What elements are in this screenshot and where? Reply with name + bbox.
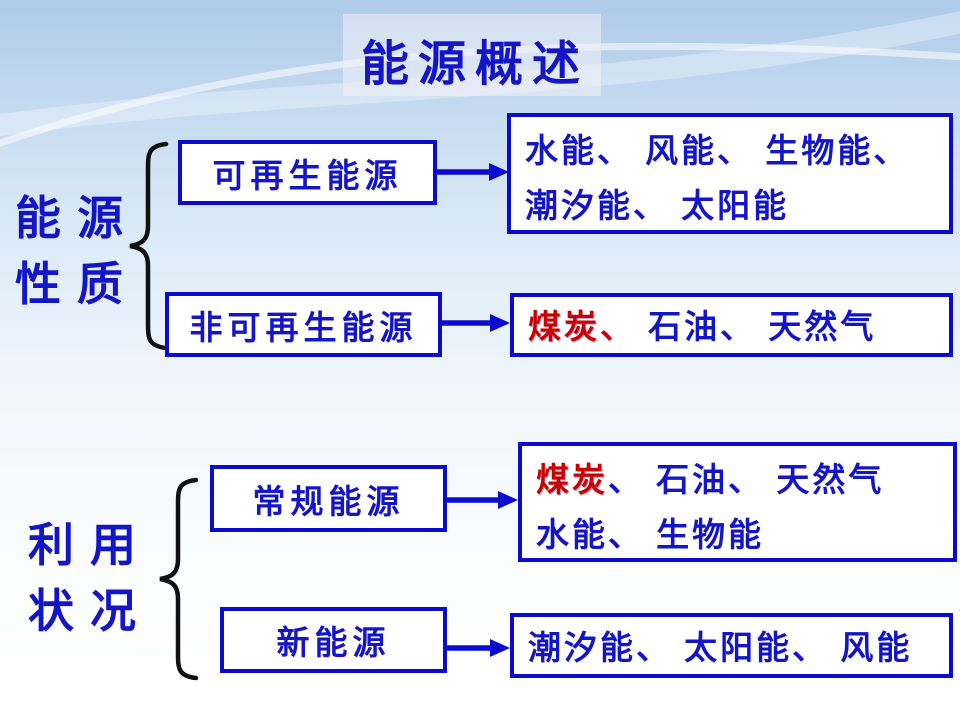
- node-renewable-energy-label: 可再生能源: [212, 156, 403, 194]
- group2-brace: [159, 477, 199, 681]
- result-line: 潮汐能、 太阳能: [525, 178, 943, 233]
- result-text: 水能、 生物能: [536, 516, 765, 553]
- group2-label: 利用 状况: [28, 512, 152, 644]
- result-text: 石油、 天然气: [636, 308, 877, 345]
- result-nonrenewable-energy: 煤炭、 石油、 天然气: [510, 293, 953, 357]
- result-line: 煤炭、 石油、 天然气: [536, 452, 947, 507]
- result-text: 水能、 风能、 生物能、: [525, 132, 910, 169]
- node-conventional-energy: 常规能源: [210, 465, 447, 532]
- node-nonrenewable-energy: 非可再生能源: [165, 292, 442, 357]
- node-renewable-energy: 可再生能源: [178, 140, 437, 205]
- group1-label: 能源 性质: [15, 185, 139, 317]
- title-highlight-band: [343, 14, 601, 96]
- arrow-nonrenewable-to-results: [442, 314, 510, 332]
- result-text: 潮汐能、 太阳能: [525, 187, 790, 224]
- result-text: 潮汐能、 太阳能、 风能: [528, 629, 913, 666]
- group1-label-line1: 能源: [15, 192, 139, 244]
- result-text-coal: 煤炭、: [528, 308, 636, 345]
- result-line: 水能、 生物能: [536, 507, 947, 562]
- result-line: 潮汐能、 太阳能、 风能: [528, 620, 943, 675]
- result-line: 水能、 风能、 生物能、: [525, 123, 943, 178]
- group1-brace: [129, 141, 169, 351]
- node-conventional-energy-label: 常规能源: [252, 482, 405, 520]
- node-new-energy: 新能源: [220, 607, 447, 673]
- result-text-coal: 煤炭: [536, 461, 608, 498]
- arrow-renewable-to-results: [437, 163, 509, 181]
- result-renewable-energy: 水能、 风能、 生物能、 潮汐能、 太阳能: [507, 113, 953, 234]
- arrow-new-energy-to-results: [447, 639, 510, 657]
- node-new-energy-label: 新能源: [276, 624, 391, 661]
- result-conventional-energy: 煤炭、 石油、 天然气 水能、 生物能: [518, 442, 957, 562]
- result-text: 、 石油、 天然气: [608, 461, 885, 498]
- arrow-conventional-to-results: [447, 491, 518, 509]
- result-line: 煤炭、 石油、 天然气: [528, 299, 943, 354]
- group1-label-line2: 性质: [15, 258, 139, 310]
- group2-label-line1: 利用: [28, 519, 152, 571]
- result-new-energy: 潮汐能、 太阳能、 风能: [510, 613, 953, 678]
- group2-label-line2: 状况: [28, 585, 152, 637]
- node-nonrenewable-energy-label: 非可再生能源: [189, 308, 418, 346]
- page-title: 能源概述: [360, 38, 589, 91]
